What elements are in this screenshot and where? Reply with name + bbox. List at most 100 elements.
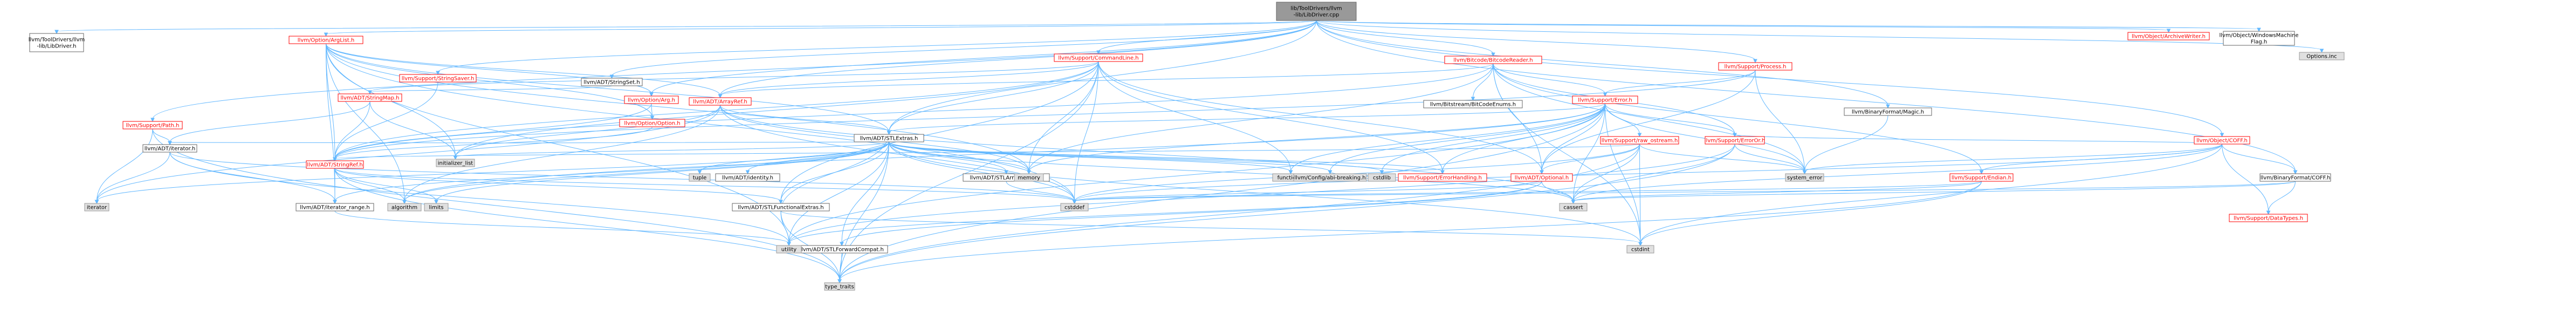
node-libdriver[interactable]: llvm/ToolDrivers/llvm-lib/LibDriver.h — [29, 33, 85, 52]
edge-bitcodereader-to-supportendian — [1493, 63, 1982, 172]
node-optionoption[interactable]: llvm/Option/Option.h — [619, 119, 685, 127]
edge-stringref-to-cstddef — [334, 168, 1075, 202]
node-supportpath[interactable]: llvm/Support/Path.h — [122, 121, 183, 129]
node-rawostream[interactable]: llvm/Support/raw_ostream.h — [1600, 136, 1679, 145]
node-box-root — [1276, 2, 1357, 21]
edge-cmdline-to-typetraits — [839, 61, 1099, 281]
node-adtiterator[interactable]: llvm/ADT/iterator.h — [142, 144, 197, 153]
node-initlist: initializer_list — [436, 159, 475, 167]
edge-stlextras-to-limits — [436, 141, 889, 202]
edge-supportendian-to-cstdint — [1640, 181, 1982, 244]
edge-supportpath-to-iterator — [97, 128, 153, 202]
node-binaryformatmagic[interactable]: llvm/BinaryFormat/Magic.h — [1844, 107, 1932, 116]
node-supportprocess[interactable]: llvm/Support/Process.h — [1718, 62, 1792, 71]
node-box-libdriver — [29, 33, 84, 52]
edge-optarglist-to-iterrange — [326, 43, 335, 202]
edge-bitcodereader-to-cstdint — [1493, 63, 1641, 244]
node-box-errhandling — [1398, 173, 1487, 182]
edge-cmdline-to-stringref — [334, 61, 1099, 159]
node-label-arrayref-0: llvm/ADT/ArrayRef.h — [693, 99, 747, 105]
node-optional[interactable]: llvm/ADT/Optional.h — [1510, 173, 1573, 182]
edge-root-to-windowsmachine — [1316, 20, 2259, 30]
node-stringset[interactable]: llvm/ADT/StringSet.h — [581, 78, 643, 86]
edge-supporterror-to-utility — [788, 103, 1605, 244]
arrowhead-stlextras-to-iterator — [94, 200, 99, 204]
edge-stlextras-to-typetraits — [839, 141, 889, 281]
node-erroror[interactable]: llvm/Support/ErrorOr.h — [1705, 136, 1765, 145]
node-cassert: cassert — [1559, 203, 1588, 211]
node-box-datatypes — [2229, 214, 2308, 222]
node-label-cassert-0: cassert — [1563, 205, 1583, 211]
edge-supporterror-to-optional — [1541, 103, 1605, 172]
node-label-libdriver-1: -lib/LibDriver.h — [37, 44, 77, 50]
edge-objectcoff-to-cstddef — [1074, 144, 2222, 202]
edge-stlextras-to-memory — [889, 141, 1029, 172]
arrowhead-root-to-libdriver — [54, 30, 59, 35]
edge-stringref-to-typetraits — [334, 168, 840, 281]
node-box-initlist — [436, 159, 475, 167]
node-label-erroror-0: llvm/Support/ErrorOr.h — [1705, 138, 1765, 144]
edge-stlextras-to-algorithm — [404, 141, 889, 202]
node-bitcodereader[interactable]: llvm/Bitcode/BitcodeReader.h — [1444, 56, 1542, 64]
node-tuple: tuple — [689, 173, 711, 182]
node-optionarg[interactable]: llvm/Option/Arg.h — [624, 95, 679, 104]
node-label-optional-0: llvm/ADT/Optional.h — [1515, 175, 1569, 181]
arrowhead-supporterror-to-configabi — [1328, 170, 1332, 175]
node-box-limits — [424, 203, 449, 211]
node-supportendian[interactable]: llvm/Support/Endian.h — [1949, 173, 2014, 182]
node-iterrange[interactable]: llvm/ADT/iterator_range.h — [296, 203, 374, 211]
node-optarglist[interactable]: llvm/Option/ArgList.h — [288, 36, 363, 44]
arrowhead-objectcoff-to-erroror — [1733, 133, 1737, 138]
edge-cmdline-to-errhandling — [1098, 61, 1443, 172]
node-label-root-0: lib/ToolDrivers/llvm — [1290, 6, 1342, 12]
node-objectcoff[interactable]: llvm/Object/COFF.h — [2194, 136, 2250, 145]
node-bitstreamenums[interactable]: llvm/Bitstream/BitCodeEnums.h — [1423, 100, 1523, 108]
node-box-supportprocess — [1718, 62, 1792, 71]
node-label-stlextras-0: llvm/ADT/STLExtras.h — [860, 136, 918, 142]
node-box-iterator — [84, 203, 109, 211]
edge-bitcodereader-to-bitstreamenums — [1473, 63, 1494, 99]
node-stlfwdcompat[interactable]: llvm/ADT/STLForwardCompat.h — [795, 245, 888, 254]
node-box-cstddef — [1060, 203, 1089, 211]
node-label-adtiterator-0: llvm/ADT/iterator.h — [145, 146, 195, 152]
edge-stlextras-to-cassert — [889, 141, 1574, 202]
node-supporterror[interactable]: llvm/Support/Error.h — [1572, 95, 1638, 104]
edge-supporterror-to-configabi — [1330, 103, 1605, 172]
arrowhead-objectcoff-to-systemerror — [1802, 170, 1807, 175]
arrowhead-optional-to-stlfwdcompat — [840, 242, 844, 247]
edge-stlarrayext-to-cstddef — [1006, 181, 1075, 202]
node-box-memory — [1014, 173, 1044, 182]
node-label-identity-0: llvm/ADT/identity.h — [722, 175, 773, 181]
node-stlfuncext[interactable]: llvm/ADT/STLFunctionalExtras.h — [732, 203, 830, 211]
arrowhead-objectcoff-to-cstdint — [1638, 242, 1643, 247]
node-cmdline[interactable]: llvm/Support/CommandLine.h — [1054, 53, 1143, 62]
node-stlextras[interactable]: llvm/ADT/STLExtras.h — [854, 134, 924, 142]
node-label-cmdline-0: llvm/Support/CommandLine.h — [1058, 56, 1138, 62]
arrowhead-stlextras-to-tuple — [697, 170, 702, 175]
node-binaryformatcoff[interactable]: llvm/BinaryFormat/COFF.h — [2259, 173, 2331, 182]
arrowhead-supporterror-to-algorithm — [402, 200, 407, 204]
edge-root-to-arrayref — [720, 20, 1317, 96]
node-label-cstdint-0: cstdint — [1631, 247, 1650, 253]
edge-supporterror-to-erroror — [1605, 103, 1735, 135]
node-stringmap[interactable]: llvm/ADT/StringMap.h — [338, 93, 402, 102]
node-stringsaver[interactable]: llvm/Support/StringSaver.h — [399, 74, 477, 83]
node-cstdlib: cstdlib — [1368, 173, 1396, 182]
arrowhead-erroror-to-utility — [787, 242, 791, 247]
node-datatypes[interactable]: llvm/Support/DataTypes.h — [2229, 214, 2308, 222]
edge-optarglist-to-optionarg — [326, 43, 652, 94]
edge-binaryformatcoff-to-datatypes — [2268, 181, 2296, 213]
node-root[interactable]: lib/ToolDrivers/llvm-lib/LibDriver.cpp — [1276, 2, 1357, 21]
node-typetraits: type_traits — [824, 282, 855, 291]
edge-rawostream-to-typetraits — [839, 144, 1640, 281]
node-stringref[interactable]: llvm/ADT/StringRef.h — [306, 160, 364, 169]
node-errhandling[interactable]: llvm/Support/ErrorHandling.h — [1398, 173, 1487, 182]
edge-supporterror-to-functional — [1290, 103, 1605, 172]
edge-supportprocess-to-systemerror — [1755, 70, 1805, 172]
node-arrayref[interactable]: llvm/ADT/ArrayRef.h — [689, 97, 752, 106]
node-label-supportprocess-0: llvm/Support/Process.h — [1725, 64, 1787, 70]
node-identity[interactable]: llvm/ADT/identity.h — [715, 173, 780, 182]
node-archivewriter[interactable]: llvm/Object/ArchiveWriter.h — [2127, 32, 2210, 40]
node-configabi: llvm/Config/abi-breaking.h — [1293, 173, 1367, 182]
